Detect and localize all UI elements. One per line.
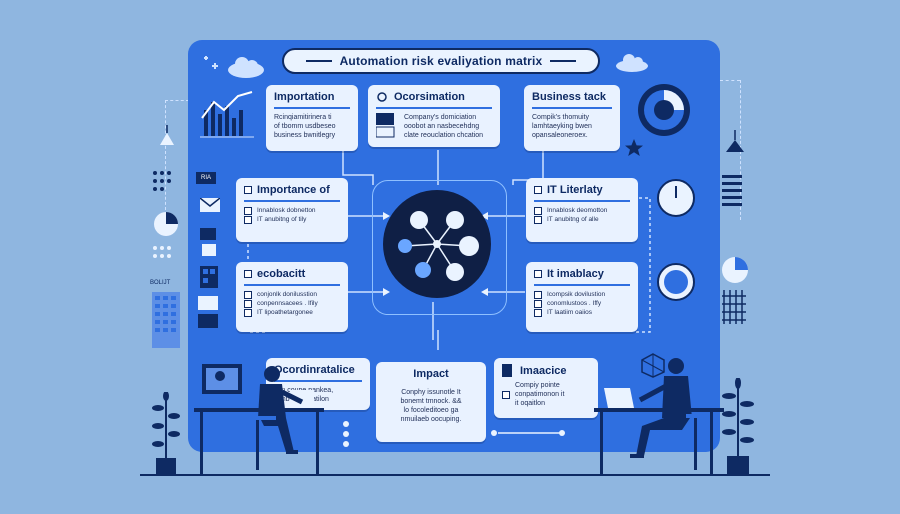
card-business-tack: Business tack Compik's thomuity lamhtaey… [524, 85, 620, 151]
clock-icon [657, 179, 695, 217]
floor-line [140, 474, 770, 476]
card-title: IT Literlaty [547, 184, 603, 196]
side-label: BOLIJT [150, 280, 171, 286]
card-row: Icompsik dovilustion [547, 291, 606, 298]
matrix-title-bar: Automation risk evaliyation matrix [282, 48, 600, 74]
card-ocorsimation: Ocorsimation Company's domiciation ooobo… [368, 85, 500, 147]
mail-icon [200, 198, 220, 212]
donut-chart-icon [638, 84, 690, 136]
circle-icon [377, 92, 387, 102]
card-impact: Impact Conphy issunotle It bonemt tmnock… [376, 362, 486, 442]
card-text: Compik's thomuity [532, 114, 589, 121]
lines-icon [722, 175, 742, 206]
person-at-desk-left [194, 364, 324, 474]
plant-icon [152, 392, 180, 474]
card-row: conomlustoos . Iffy [547, 300, 602, 307]
card-title: Ocorsimation [394, 91, 465, 103]
dots-grid-icon [153, 246, 171, 258]
grid-icon [722, 290, 746, 324]
cloud-icon [616, 54, 648, 72]
card-title: Imaacice [520, 365, 567, 377]
card-text: Rcinqiamitirinera ti [274, 114, 332, 121]
card-ecobacitt: ecobacitt conjonlk donilusstion conpenns… [236, 262, 348, 332]
card-imaacice: Imaacice Compiy pointe conpatimonon it i… [494, 358, 598, 418]
network-icon [398, 211, 479, 281]
card-row: conjonlk donilusstion [257, 291, 317, 298]
matrix-title: Automation risk evaliyation matrix [339, 54, 543, 68]
guide-line [165, 100, 189, 101]
card-text: of tbomm usdbeseo [274, 123, 336, 130]
card-text: clate reouclation chcation [404, 132, 483, 139]
chart-block-icon [376, 113, 395, 138]
card-row: Innablosk deomotton [547, 207, 608, 214]
pie-icon [154, 212, 178, 236]
card-text: nmuilaeb oocuping. [400, 416, 462, 423]
card-row: IT lipoathetargonee [257, 309, 313, 316]
card-title: Business tack [532, 91, 606, 103]
card-text: lamhtaeyking bwen [532, 123, 592, 130]
connector-dots [343, 421, 349, 447]
card-title: It imablacy [547, 268, 604, 280]
document-icon [200, 228, 216, 256]
card-title: Importation [274, 91, 335, 103]
card-text: bonemt tmnock. && [400, 398, 462, 405]
guide-line [165, 100, 166, 210]
badge-label: RIA [196, 172, 216, 184]
lamp-icon [160, 125, 174, 145]
bar-chart-icon [198, 88, 256, 140]
card-title: Importance of [257, 184, 330, 196]
cloud-icon [204, 56, 264, 78]
card-importance-of: Importance of Innablosk dobnetton IT anu… [236, 178, 348, 242]
card-title: Ocordinratalice [274, 364, 355, 376]
plant-icon [722, 378, 754, 474]
card-importation: Importation Rcinqiamitirinera ti of tbom… [266, 85, 358, 151]
card-row: IT laatiim oaiios [547, 309, 593, 316]
card-row: IT anubitng of tily [257, 216, 307, 223]
hub-frame [372, 180, 507, 315]
card-text: ooobot an nasbecehdng [404, 123, 480, 130]
grid-icon [200, 266, 218, 288]
card-text: business bwnitlegry [274, 132, 336, 139]
pie-icon [722, 257, 748, 283]
card-text: it oqaitlon [515, 400, 545, 407]
gauge-icon [657, 263, 695, 301]
card-title: Impact [413, 368, 449, 380]
cube-icon [641, 353, 665, 378]
card-text: opansaleoneroex. [532, 132, 588, 139]
card-text: lo focoleditoeo ga [403, 407, 459, 414]
lamp-icon [726, 130, 744, 152]
card-row: Innablosk dobnetton [257, 207, 316, 214]
card-text: Compiy pointe [515, 382, 560, 389]
document-icon [198, 296, 218, 328]
person-at-desk-right [594, 358, 724, 474]
card-text: conpatimonon it [515, 391, 565, 398]
dots-grid-icon [153, 171, 171, 191]
card-row: IT anubitng of alle [547, 216, 599, 223]
connector-dots [491, 430, 565, 436]
card-it-literacy: IT Literlaty Innablosk deomotton IT anub… [526, 178, 638, 242]
card-text: Conphy issunotle It [401, 389, 461, 396]
guide-line [720, 80, 740, 81]
document-icon [502, 364, 512, 377]
building-icon [152, 292, 180, 348]
card-it-imabilacy: It imablacy Icompsik dovilustion conomlu… [526, 262, 638, 332]
star-icon [625, 139, 643, 156]
card-text: Company's domiciation [404, 114, 477, 121]
card-title: ecobacitt [257, 268, 306, 280]
card-row: conpennsacees . Ifily [257, 300, 318, 307]
